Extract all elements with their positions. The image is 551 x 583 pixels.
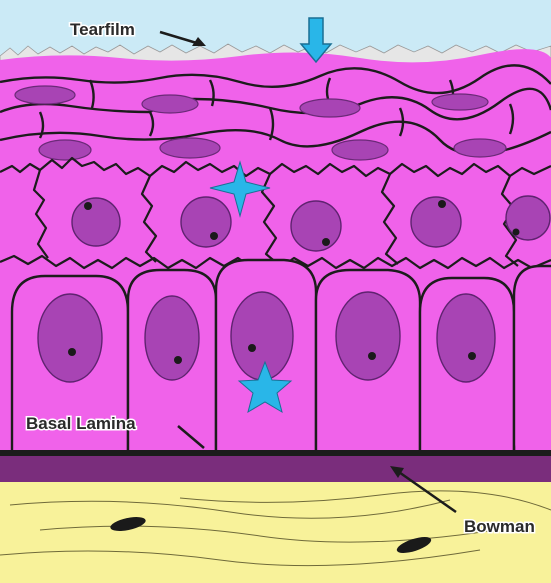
bowman-label: Bowman <box>464 517 535 536</box>
tearfilm-label: Tearfilm <box>70 20 135 39</box>
bowman-layer <box>0 456 551 482</box>
basal-lamina-line <box>0 450 551 456</box>
basal-lamina-label: Basal Lamina <box>26 414 136 433</box>
